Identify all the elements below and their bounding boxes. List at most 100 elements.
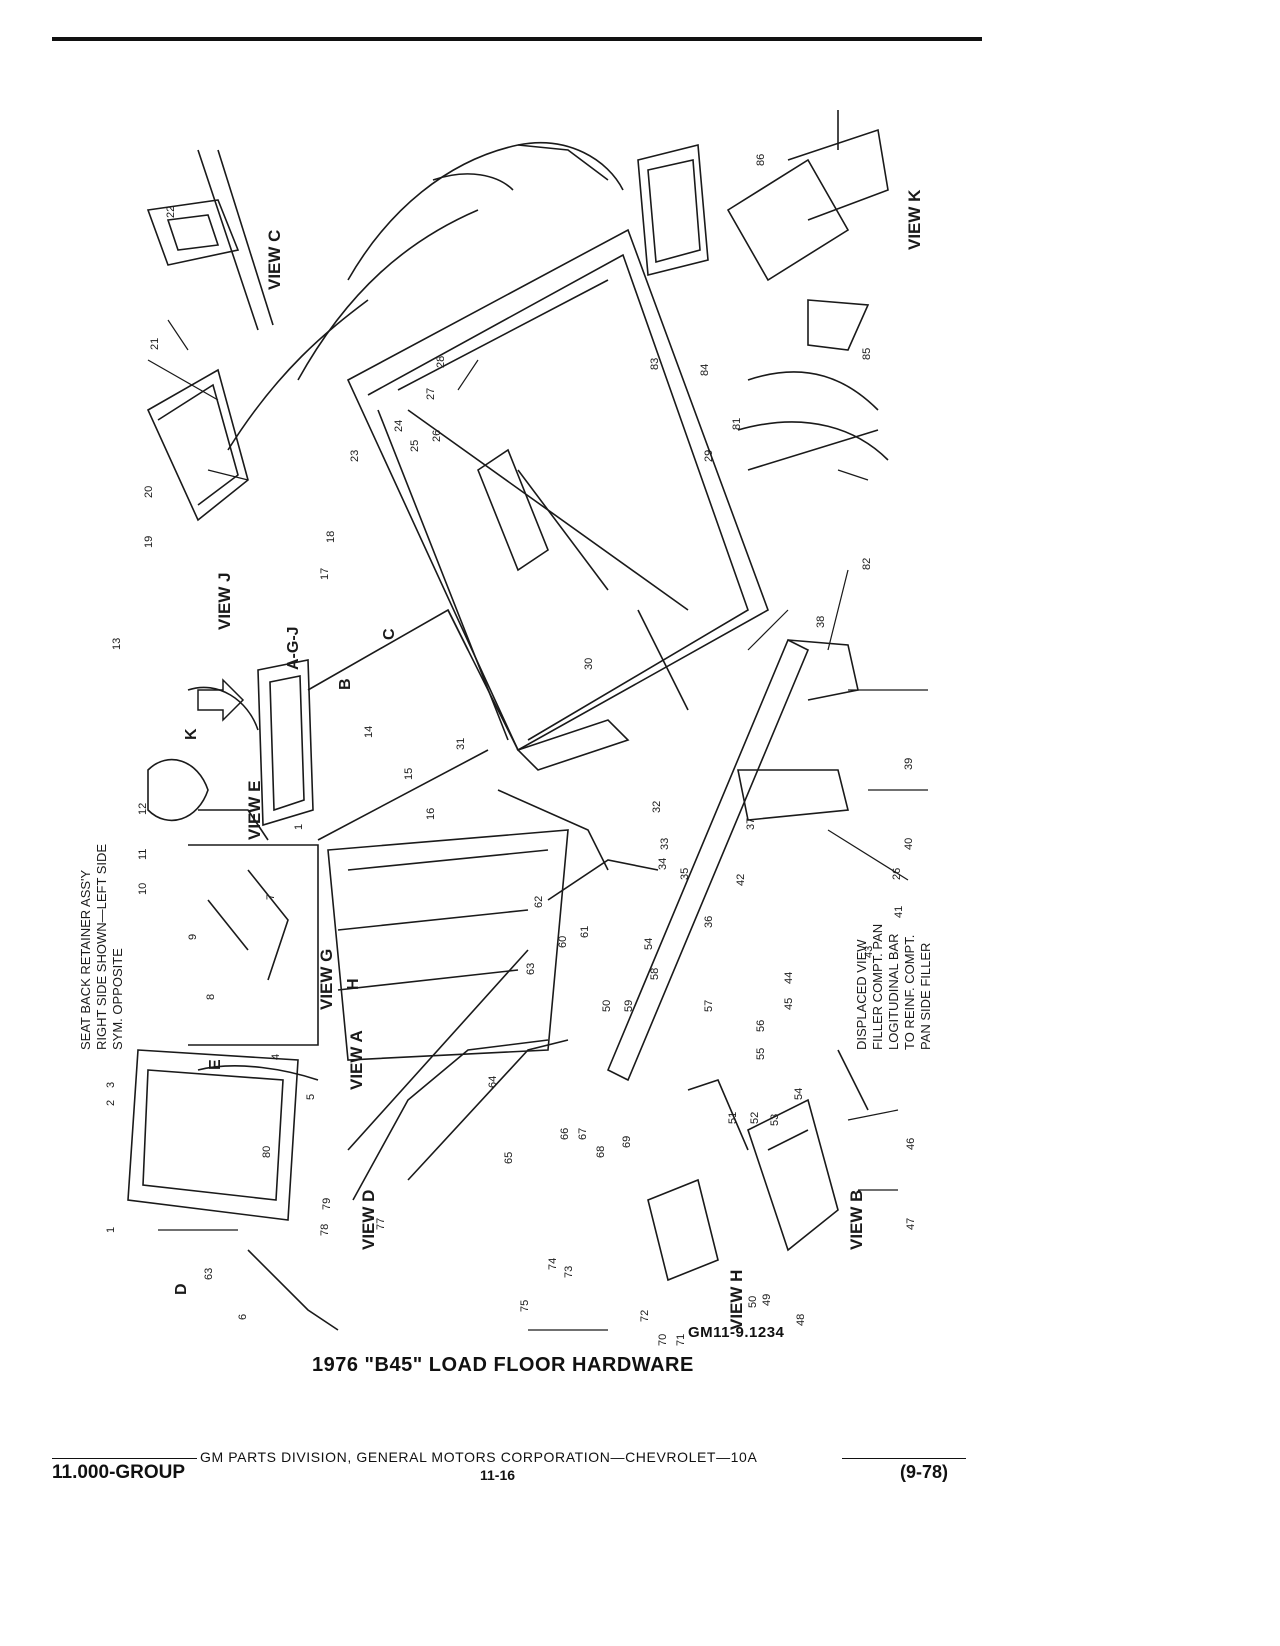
- callout-40: 40: [903, 838, 915, 850]
- callout-58: 58: [649, 968, 661, 980]
- callout-81: 81: [731, 418, 743, 430]
- callout-73: 73: [563, 1266, 575, 1278]
- arrow-agj-label: A-G-J: [285, 626, 302, 670]
- callout-34: 34: [657, 858, 669, 870]
- callout-21: 21: [149, 338, 161, 350]
- callout-47: 47: [905, 1218, 917, 1230]
- callout-16: 16: [425, 808, 437, 820]
- callout-8: 8: [205, 994, 217, 1000]
- callout-50: 50: [747, 1296, 759, 1308]
- callout-5: 5: [305, 1094, 317, 1100]
- longitudinal-bar: [606, 638, 859, 1082]
- callout-78b: 78: [319, 1224, 331, 1236]
- callout-19: 19: [143, 536, 155, 548]
- callout-42: 42: [735, 874, 747, 886]
- seat-back-note-line-3: SYM. OPPOSITE: [110, 948, 125, 1050]
- view-j-detail: [146, 368, 249, 522]
- callout-26: 26: [431, 430, 443, 442]
- callout-59: 59: [623, 1000, 635, 1012]
- callout-71: 71: [675, 1334, 687, 1346]
- callout-43: 43: [863, 946, 875, 958]
- view-g-label: VIEW G: [317, 949, 336, 1010]
- callout-55: 55: [755, 1048, 767, 1060]
- callout-4: 4: [270, 1054, 282, 1060]
- group-label: 11.000-GROUP: [52, 1462, 186, 1483]
- callout-1: 1: [105, 1227, 117, 1233]
- callout-24: 24: [393, 420, 405, 432]
- callout-44: 44: [783, 972, 795, 984]
- callout-3: 3: [105, 1082, 117, 1088]
- callout-45: 45: [783, 998, 795, 1010]
- callout-36: 36: [703, 916, 715, 928]
- arrow-k-label: K: [183, 728, 200, 740]
- callout-12: 12: [137, 803, 149, 815]
- view-d-detail: [127, 1049, 339, 1331]
- callout-54: 54: [793, 1088, 805, 1100]
- callout-37: 37: [745, 818, 757, 830]
- callout-64: 64: [487, 1076, 499, 1088]
- callout-61: 61: [579, 926, 591, 938]
- view-k-compartment-parts: [637, 110, 889, 471]
- callout-60: 60: [557, 936, 569, 948]
- load-floor-hardware-diagram: SEAT BACK RETAINER ASS'Y RIGHT SIDE SHOW…: [48, 50, 988, 1350]
- callout-33: 33: [659, 838, 671, 850]
- displaced-note-line-5: PAN SIDE FILLER: [918, 943, 933, 1050]
- view-d-label: VIEW D: [359, 1190, 378, 1250]
- callout-23: 23: [349, 450, 361, 462]
- callout-52: 52: [749, 1112, 761, 1124]
- callout-28: 28: [435, 356, 447, 368]
- arrow-c-label: C: [381, 628, 398, 640]
- front-filler-panel: [327, 829, 569, 1201]
- callout-9: 9: [187, 934, 199, 940]
- callout-35: 35: [679, 868, 691, 880]
- callout-numbers: 1 1 2 3 4 5 6 7 8 9 10 11 12 13 14 15 16…: [105, 154, 917, 1346]
- callout-66: 66: [559, 1128, 571, 1140]
- load-floor-panel: [346, 228, 769, 752]
- callout-53: 53: [769, 1114, 781, 1126]
- view-k-label: VIEW K: [905, 189, 924, 250]
- callout-68: 68: [595, 1146, 607, 1158]
- diagram-caption: 1976 "B45" LOAD FLOOR HARDWARE: [312, 1354, 694, 1376]
- seat-back-note-line-1: SEAT BACK RETAINER ASS'Y: [78, 869, 93, 1050]
- callout-82: 82: [861, 558, 873, 570]
- displaced-view-note: DISPLACED VIEW FILLER COMPT. PAN LOGITUD…: [854, 924, 933, 1050]
- footer-rule-left: [52, 1458, 197, 1459]
- floor-panel-frame: [447, 609, 659, 901]
- callout-83: 83: [649, 358, 661, 370]
- arrow-d-label: D: [173, 1283, 190, 1295]
- callout-27: 27: [425, 388, 437, 400]
- callout-50b: 50: [601, 1000, 613, 1012]
- callout-17: 17: [319, 568, 331, 580]
- view-c-label: VIEW C: [265, 230, 284, 290]
- callout-49: 49: [761, 1294, 773, 1306]
- view-e-label: VIEW E: [245, 780, 264, 840]
- footer-company: GM PARTS DIVISION, GENERAL MOTORS CORPOR…: [200, 1449, 758, 1465]
- callout-18: 18: [325, 531, 337, 543]
- callout-84: 84: [699, 364, 711, 376]
- callout-39: 39: [903, 758, 915, 770]
- callout-51: 51: [727, 1112, 739, 1124]
- callout-74: 74: [547, 1258, 559, 1270]
- callout-29: 29: [703, 450, 715, 462]
- callout-63: 63: [525, 963, 537, 975]
- callout-70: 70: [657, 1334, 669, 1346]
- callout-69: 69: [621, 1136, 633, 1148]
- callout-25: 25: [409, 440, 421, 452]
- callout-67: 67: [577, 1128, 589, 1140]
- view-h-label: VIEW H: [727, 1270, 746, 1330]
- arrow-b-label: B: [337, 678, 354, 690]
- view-b-detail: [747, 1049, 869, 1252]
- callout-41: 41: [893, 906, 905, 918]
- callout-80: 80: [261, 1146, 273, 1158]
- callout-20: 20: [143, 486, 155, 498]
- callout-13: 13: [111, 638, 123, 650]
- callout-11: 11: [137, 849, 149, 860]
- callout-57: 57: [703, 1000, 715, 1012]
- view-c-detail: [146, 149, 274, 331]
- callout-26b: 26: [891, 868, 903, 880]
- top-rule: [52, 37, 982, 41]
- callout-22: 22: [165, 206, 177, 218]
- callout-15: 15: [403, 768, 415, 780]
- callout-63b: 63: [203, 1268, 215, 1280]
- seat-back-note: SEAT BACK RETAINER ASS'Y RIGHT SIDE SHOW…: [78, 844, 125, 1050]
